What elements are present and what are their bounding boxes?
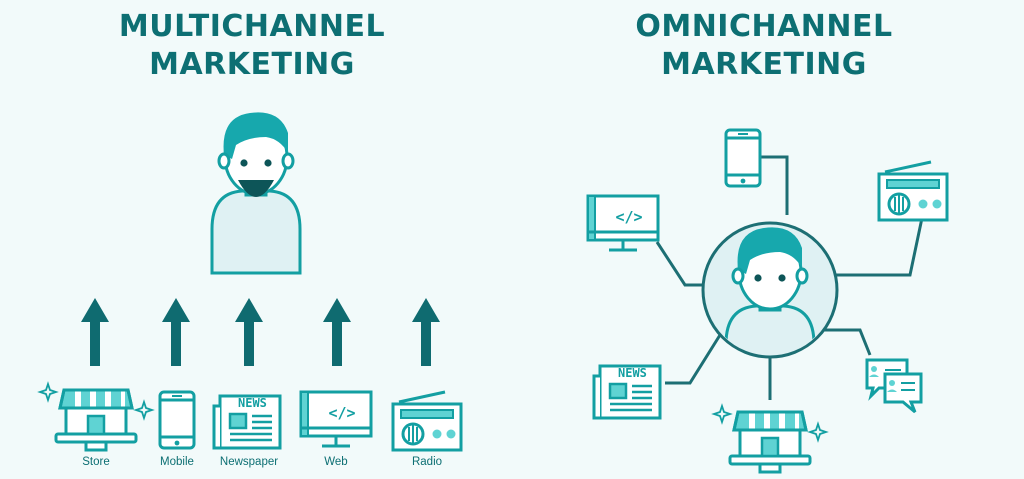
omnichannel-title: OMNICHANNEL MARKETING xyxy=(574,8,954,84)
label-mobile: Mobile xyxy=(160,456,194,468)
web-code-symbol: </> xyxy=(328,404,355,422)
multichannel-title-line2: MARKETING xyxy=(149,47,355,82)
connector-chat xyxy=(822,328,872,356)
omnichannel-mobile-icon xyxy=(724,128,762,188)
arrow-up-store xyxy=(81,298,109,366)
omnichannel-newspaper-icon: NEWS xyxy=(592,364,662,420)
multichannel-title-line1: MULTICHANNEL xyxy=(118,9,386,44)
label-newspaper: Newspaper xyxy=(219,456,279,468)
connector-web xyxy=(655,241,708,287)
label-radio: Radio xyxy=(411,456,443,468)
multichannel-newspaper-icon: NEWS xyxy=(212,394,282,450)
arrow-up-radio xyxy=(412,298,440,366)
omnichannel-radio-icon xyxy=(877,160,949,222)
multichannel-mobile-icon xyxy=(158,390,196,450)
omnichannel-chat-icon xyxy=(865,358,923,414)
omnichannel-person-circle xyxy=(701,221,839,359)
web-code-symbol: </> xyxy=(615,208,642,226)
newspaper-masthead: NEWS xyxy=(618,366,647,380)
arrow-up-mobile xyxy=(162,298,190,366)
omnichannel-title-line2: MARKETING xyxy=(661,47,867,82)
connector-radio xyxy=(830,217,924,277)
connector-mobile xyxy=(760,155,789,215)
multichannel-person-illustration xyxy=(210,110,302,275)
multichannel-radio-icon xyxy=(391,390,463,452)
multichannel-store-icon xyxy=(40,384,152,450)
connector-newspaper xyxy=(665,334,722,385)
smile-mouth xyxy=(238,180,274,197)
multichannel-web-icon: </> xyxy=(299,390,373,448)
arrow-up-newspaper xyxy=(235,298,263,366)
label-store: Store xyxy=(82,456,110,468)
omnichannel-web-icon: </> xyxy=(586,194,660,252)
multichannel-title: MULTICHANNEL MARKETING xyxy=(62,8,442,84)
newspaper-masthead: NEWS xyxy=(238,396,267,410)
label-web: Web xyxy=(324,456,348,468)
multichannel-arrows xyxy=(81,298,440,366)
arrow-up-web xyxy=(323,298,351,366)
omnichannel-title-line1: OMNICHANNEL xyxy=(635,9,893,44)
omnichannel-connectors xyxy=(655,155,924,400)
omnichannel-store-icon xyxy=(714,406,826,472)
